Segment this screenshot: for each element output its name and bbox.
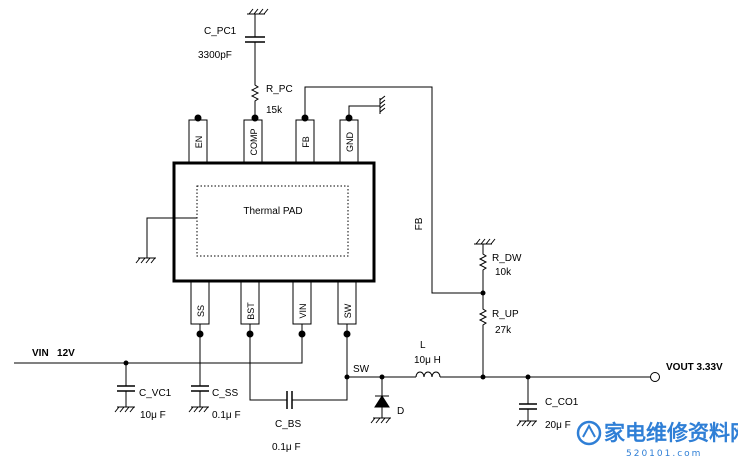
c-bs-capacitor — [286, 391, 293, 409]
sw-net-label: SW — [353, 364, 370, 375]
r-up-name: R_UP — [492, 309, 519, 320]
r-dw-name: R_DW — [492, 253, 522, 264]
inductor-value: 10μ H — [414, 355, 441, 366]
pin-label-comp: COMP — [249, 129, 259, 156]
thermal-pad-ground-wire — [146, 217, 197, 258]
pin-label-bst: BST — [246, 302, 256, 320]
inductor-l — [415, 371, 441, 378]
pin-label-ss: SS — [196, 305, 206, 317]
watermark-icon — [576, 420, 602, 446]
diode-name: D — [397, 406, 404, 417]
junction-dot — [379, 374, 385, 380]
ground-symbol — [516, 420, 537, 427]
r-pc-value: 15k — [266, 105, 283, 116]
c-pc1-capacitor — [245, 36, 265, 43]
c-vc1-name: C_VC1 — [139, 388, 172, 399]
junction-dot — [194, 114, 202, 122]
c-bs-value: 0.1μ F — [272, 442, 301, 453]
ground-symbol — [114, 406, 135, 413]
junction-dot — [344, 374, 350, 380]
c-bs-name: C_BS — [275, 419, 301, 430]
thermal-pad-outline — [196, 185, 349, 257]
r-up-resistor — [478, 293, 488, 377]
c-pc1-value: 3300pF — [198, 50, 232, 61]
c-ss-capacitor — [191, 385, 209, 392]
vout-terminal — [650, 372, 660, 382]
watermark-url: 520101.com — [626, 449, 702, 459]
c-vc1-capacitor — [117, 385, 135, 392]
junction-dot — [345, 114, 353, 122]
c-bs-sw-wire — [292, 377, 348, 401]
c-pc1-name: C_PC1 — [204, 26, 237, 37]
junction-dot — [480, 374, 486, 380]
watermark-icon-mark — [582, 423, 596, 438]
junction-dot — [123, 360, 129, 366]
c-ss-value: 0.1μ F — [212, 410, 241, 421]
r-pc-name: R_PC — [266, 84, 293, 95]
ic-body — [172, 161, 376, 283]
r-dw-resistor — [478, 244, 488, 293]
diode-d — [374, 395, 390, 408]
junction-dot — [246, 330, 254, 338]
c-co1-name: C_CO1 — [545, 397, 579, 408]
c-co1-capacitor — [519, 403, 537, 410]
pin-label-sw: SW — [343, 303, 353, 318]
junction-dot — [301, 114, 309, 122]
r-dw-value: 10k — [495, 267, 512, 278]
junction-dot — [525, 374, 531, 380]
thermal-pad-label: Thermal PAD — [243, 206, 302, 217]
pin-label-fb: FB — [301, 136, 311, 148]
gnd-pin-wire — [348, 105, 380, 120]
comp-wire — [250, 42, 260, 120]
fb-feedback-wire — [304, 86, 482, 294]
pin-label-gnd: GND — [345, 132, 355, 153]
c-co1-value: 20μ F — [545, 420, 571, 431]
ground-symbol — [474, 238, 496, 245]
fb-net-label: FB — [414, 217, 425, 230]
inductor-name: L — [420, 340, 426, 351]
ground-symbol — [135, 257, 156, 264]
junction-dot — [251, 114, 259, 122]
pin-label-vin: VIN — [298, 303, 308, 318]
vin-net-label: VIN 12V — [32, 348, 75, 359]
junction-dot — [343, 330, 351, 338]
watermark-text: 家电维修资料网 — [604, 421, 738, 445]
vout-net-label: VOUT 3.33V — [666, 362, 723, 373]
junction-dot — [298, 330, 306, 338]
pin-label-en: EN — [194, 136, 204, 149]
ground-symbol — [188, 406, 209, 413]
junction-dot — [480, 290, 486, 296]
r-up-value: 27k — [495, 325, 512, 336]
c-vc1-value: 10μ F — [140, 410, 166, 421]
bst-wire — [249, 324, 287, 401]
junction-dot — [196, 330, 204, 338]
ground-symbol — [247, 8, 269, 15]
watermark-logo: 家电维修资料网 520101.com — [576, 420, 738, 459]
ground-symbol — [379, 95, 386, 114]
c-ss-name: C_SS — [212, 388, 238, 399]
ground-symbol — [370, 417, 391, 424]
